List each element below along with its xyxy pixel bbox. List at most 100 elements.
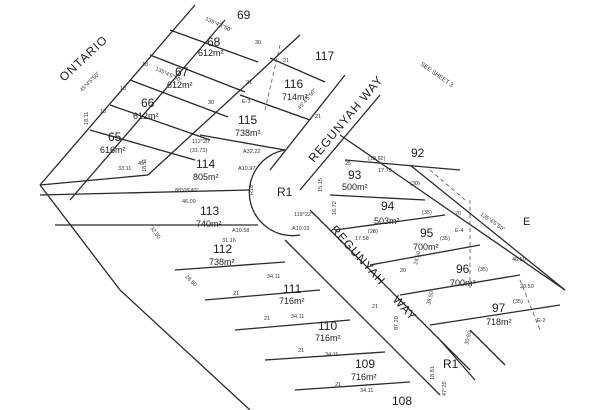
lot-line-93-94 [329,194,426,201]
lot-number: 66 [141,96,155,110]
lot-number: 115 [238,113,257,127]
road-label-ontario: ONTARIO [56,33,110,85]
lot-line-92-93 [344,159,461,171]
rear-boundary-line [147,34,301,176]
side-letter-e: E [523,216,530,228]
dim-label: 16.72 [332,201,338,215]
lot-line-67-66 [129,79,229,118]
dim-label: 21 [315,114,321,120]
dim-label: 33.11 [118,166,131,172]
lot-area: 738m² [209,257,235,267]
regunyah-way-lower-edge-west [284,239,441,396]
east-boundary-line [339,134,566,291]
road-label-regunyah-mid: REGUNYAH [328,223,389,288]
dim-label: 20 [400,268,406,274]
lot-area: 738m² [235,128,261,138]
lot-number: 94 [381,199,395,213]
dim-label: A10.58 [232,228,249,234]
lot-line-115-114 [199,134,286,151]
dim-label: 30 [208,100,214,106]
dim-label: 34.11 [291,314,304,320]
lot-line-111-110 [204,289,321,301]
dim-label: 118°22' [294,212,312,218]
lot-number: 110 [318,319,337,333]
regunyah-way-upper-edge-west [269,74,346,171]
rear-boundary-line-west [69,19,226,201]
easement-line-2 [429,169,466,201]
note-see-sheet: SEE SHEET 3 [419,62,455,89]
dim-label: 28.50 [184,274,198,288]
lot-area: 500m² [342,182,368,192]
lot-line-117-116 [269,57,326,83]
dim-label: (35) [440,236,450,242]
lot-area: 700m² [413,242,439,252]
lot-number: 113 [200,204,219,218]
lot-line-68-67 [149,54,246,93]
dim-label: (31.71) [190,148,208,154]
lot-number: 69 [237,8,251,22]
lot-area: 612m² [133,111,159,121]
dim-label: 34.11 [360,388,373,394]
dim-label: 18 [142,62,148,68]
dim-label: 21 [246,80,252,86]
lot-area: 716m² [279,296,305,306]
east-rear-boundary [409,164,566,291]
reserve-label-r1-center: R1 [277,185,293,199]
dim-label: E-3 [242,99,251,105]
reserve-r1-lower-line-2 [469,329,506,366]
ontario-road-edge [39,4,196,186]
lot-area: 503m² [374,216,400,226]
dim-label: 18 [120,86,126,92]
lot-number: 68 [207,35,221,49]
lot-number: 112 [213,242,232,256]
dim-label: 18.11 [142,159,148,172]
lot-line-94-95 [334,214,446,231]
dim-label: 20.50 [520,284,534,290]
lot-area: 700m² [450,278,476,288]
lot-number: 65 [108,130,122,144]
reserve-label-r1-lower: R1 [443,357,459,371]
dim-label: A32.22 [243,149,260,155]
dim-label: 112°20' [192,139,210,145]
lot-line-114-113 [39,189,251,196]
lot-number: 108 [392,394,412,408]
dim-label: 21 [264,316,270,322]
lot-number: 111 [283,282,302,296]
dim-label: 18.81 [430,366,436,380]
dim-label: E-4 [455,228,464,234]
dim-label: 18 [100,109,106,115]
dim-label: 45° [138,161,146,167]
lot-line-109-108 [264,351,386,361]
dim-label: A10.03 [292,226,309,232]
dim-label: 34.11 [325,352,338,358]
dim-label: (28) [368,229,378,235]
lot-number: 92 [411,146,425,160]
dim-label: (30) [410,181,420,187]
lot-area: 612m² [198,48,224,58]
dim-label: 21 [298,348,304,354]
dim-label: 46.09 [182,199,196,205]
dim-label: (35) [422,210,432,216]
lot-line-97-south [429,304,561,326]
lot-area: 616m² [100,145,126,155]
dim-label: (35) [478,267,488,273]
dim-label: A10.97 [238,166,255,172]
lot-area: 805m² [193,172,219,182]
dim-label: 21 [283,58,289,64]
dim-label: (18.62) [368,156,386,162]
dim-label: 17.58 [355,236,369,242]
dim-label: 87.20 [394,316,400,330]
lot-number: 96 [456,262,470,276]
lot-line-65-inner [89,129,196,161]
dim-label: 46.50 [512,257,526,263]
lot-area: 740m² [196,219,222,229]
lot-line-65-south [39,174,149,186]
lot-number: 67 [175,65,189,79]
dim-label: 21 [372,304,378,310]
easement-line-4 [519,279,541,331]
lot-line-116-115 [239,94,311,121]
lot-number: 109 [355,357,375,371]
dim-label: 135°4'5"50" [204,16,232,34]
lot-line-96-97 [399,274,521,296]
lot-line-95-96 [369,244,481,266]
